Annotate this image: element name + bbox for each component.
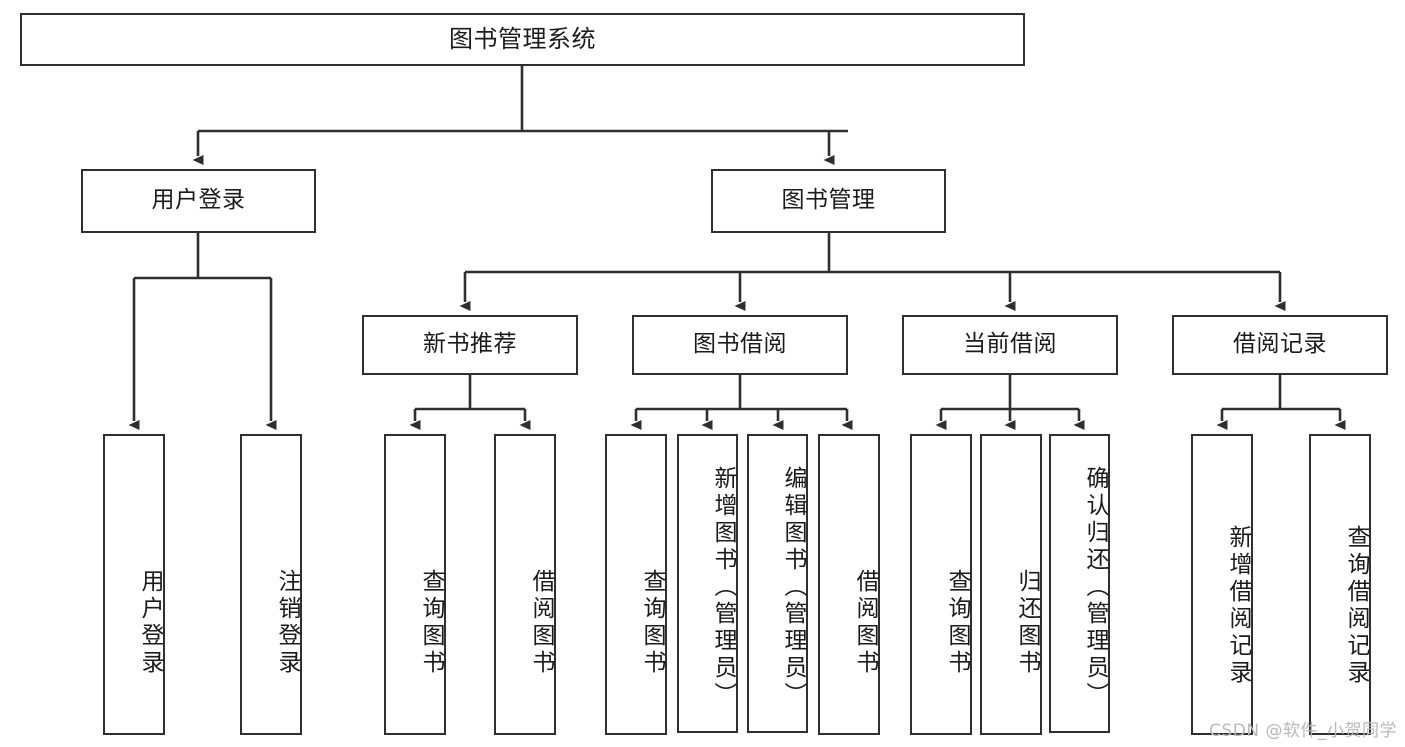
leaf-newbook-borrow[interactable]: 借阅图书 bbox=[494, 434, 556, 735]
leaf-borrow-lend[interactable]: 借阅图书 bbox=[818, 434, 880, 735]
leaf-current-query-label: 查询图书 bbox=[944, 568, 970, 677]
leaf-newbook-query-label: 查询图书 bbox=[418, 568, 444, 677]
node-book-manage-label: 图书管理 bbox=[781, 187, 876, 214]
leaf-newbook-query[interactable]: 查询图书 bbox=[384, 434, 446, 735]
watermark: CSDN @软件_小贺同学 bbox=[1209, 721, 1397, 741]
leaf-record-query-label: 查询借阅记录 bbox=[1343, 524, 1369, 687]
leaf-record-query[interactable]: 查询借阅记录 bbox=[1309, 434, 1371, 735]
leaf-borrow-add-label: 新增图书（管理员） bbox=[710, 466, 736, 709]
node-borrow-records-label: 借阅记录 bbox=[1233, 331, 1327, 358]
leaf-borrow-edit-label: 编辑图书（管理员） bbox=[780, 466, 806, 709]
leaf-current-return[interactable]: 归还图书 bbox=[980, 434, 1042, 735]
node-new-book-label: 新书推荐 bbox=[423, 331, 517, 358]
leaf-user-logout-label: 注销登录 bbox=[274, 568, 300, 677]
leaf-record-add-label: 新增借阅记录 bbox=[1225, 524, 1251, 687]
node-root[interactable]: 图书管理系统 bbox=[20, 13, 1025, 66]
leaf-user-login[interactable]: 用户登录 bbox=[103, 434, 165, 735]
leaf-current-confirm[interactable]: 确认归还（管理员） bbox=[1049, 434, 1110, 733]
leaf-current-confirm-label: 确认归还（管理员） bbox=[1082, 466, 1108, 709]
node-book-borrow-label: 图书借阅 bbox=[693, 331, 787, 358]
leaf-borrow-lend-label: 借阅图书 bbox=[852, 568, 878, 677]
leaf-borrow-add[interactable]: 新增图书（管理员） bbox=[677, 434, 738, 733]
leaf-user-login-label: 用户登录 bbox=[137, 568, 163, 677]
leaf-newbook-borrow-label: 借阅图书 bbox=[528, 568, 554, 677]
node-user-login[interactable]: 用户登录 bbox=[81, 169, 316, 233]
node-book-borrow[interactable]: 图书借阅 bbox=[632, 315, 848, 375]
node-book-manage[interactable]: 图书管理 bbox=[711, 169, 946, 233]
node-new-book[interactable]: 新书推荐 bbox=[362, 315, 578, 375]
node-borrow-records[interactable]: 借阅记录 bbox=[1172, 315, 1388, 375]
leaf-current-return-label: 归还图书 bbox=[1014, 568, 1040, 677]
leaf-user-logout[interactable]: 注销登录 bbox=[240, 434, 302, 735]
node-current-borrow-label: 当前借阅 bbox=[963, 331, 1057, 358]
node-root-label: 图书管理系统 bbox=[449, 25, 596, 54]
leaf-record-add[interactable]: 新增借阅记录 bbox=[1191, 434, 1253, 735]
node-user-login-label: 用户登录 bbox=[151, 187, 246, 214]
node-current-borrow[interactable]: 当前借阅 bbox=[902, 315, 1118, 375]
leaf-borrow-query[interactable]: 查询图书 bbox=[605, 434, 667, 735]
leaf-borrow-query-label: 查询图书 bbox=[639, 568, 665, 677]
leaf-borrow-edit[interactable]: 编辑图书（管理员） bbox=[747, 434, 808, 733]
leaf-current-query[interactable]: 查询图书 bbox=[910, 434, 972, 735]
